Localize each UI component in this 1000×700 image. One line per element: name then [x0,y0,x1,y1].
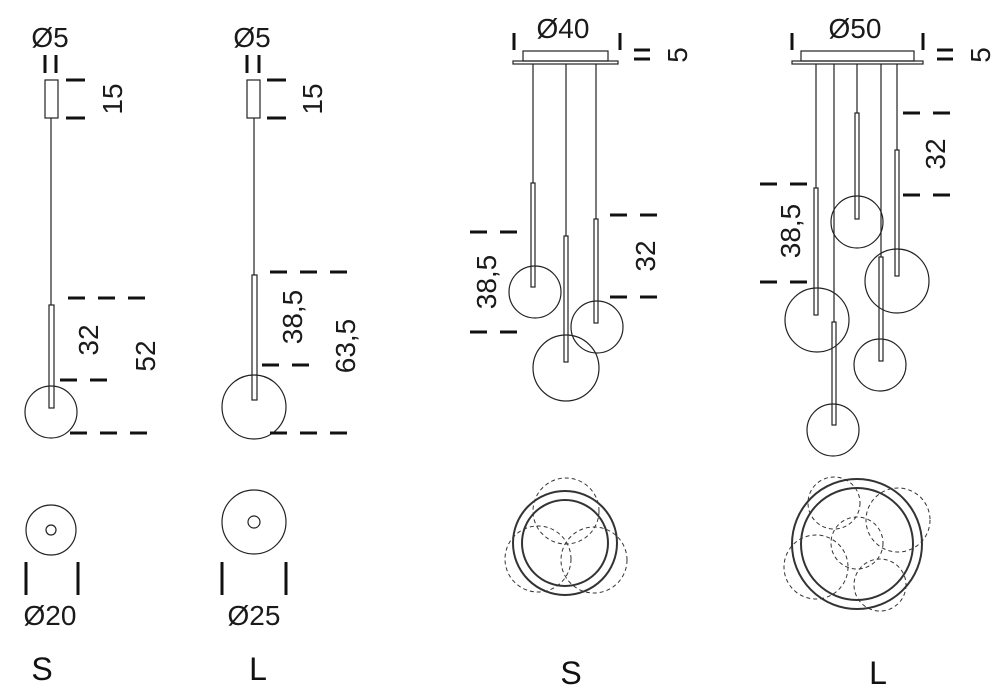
single-pendant-l: Ø5 15 38,5 63,5 Ø25 L [220,22,361,687]
canopy-diameter-label: Ø5 [31,22,68,53]
plan-view-globe [221,489,287,555]
canopy-height-label: 15 [297,83,328,114]
rod [251,274,258,401]
diameter-marks [43,55,58,73]
canopy [522,50,609,62]
cluster-pendant-l: Ø50 5 32 38,5 L [760,13,996,691]
canopy [44,79,59,119]
plan-view [504,477,628,596]
single-pendant-s: Ø5 15 32 52 Ø20 S [24,22,161,687]
globe [24,385,78,439]
rod [48,304,55,409]
rod-length-label: 32 [73,324,104,355]
canopy-height-label: 5 [662,47,693,63]
globe-diameter-label: Ø25 [228,600,281,631]
globe [784,287,850,353]
canopy-plate [512,60,619,65]
rod [563,235,569,363]
rod-length-small-label: 32 [630,240,661,271]
rod [831,321,837,426]
size-label: S [31,651,52,687]
dimension-lines [262,270,355,435]
plan-view [783,476,931,612]
dimension-lines [60,296,155,435]
canopy [246,79,261,119]
rod [894,149,900,277]
canopy-diameter-label: Ø50 [829,13,882,44]
rod-length-large-label: 38,5 [775,204,806,259]
rod-length-label: 38,5 [277,290,308,345]
plan-view-rod [45,524,57,536]
canopy-height-marks [937,48,953,61]
size-label: L [249,651,267,687]
globe-diameter-label: Ø20 [24,600,77,631]
globe [806,403,860,457]
cables [815,64,898,322]
plan-view-rod [247,515,261,529]
plan-view-globe [25,504,77,556]
canopy [800,50,915,62]
canopy-height-label: 15 [97,83,128,114]
globe [570,300,624,354]
cables [532,64,597,236]
total-length-label: 52 [130,340,161,371]
rod [530,182,536,288]
rod-length-small-label: 32 [920,138,951,169]
canopy-height-label: 5 [965,47,996,63]
canopy-height-marks [634,48,650,61]
globe [508,265,562,319]
size-label: S [560,655,581,691]
canopy-plate [791,60,924,65]
globe [830,195,884,249]
cluster-pendant-s: Ø40 5 32 38,5 S [470,13,693,691]
total-length-label: 63,5 [330,319,361,374]
diameter-marks [245,55,261,73]
canopy-height-marks [66,78,85,120]
diameter-marks [512,33,622,50]
canopy-height-marks [267,78,286,120]
canopy-diameter-label: Ø5 [233,22,270,53]
rod [854,112,860,220]
rod-length-large-label: 38,5 [471,255,502,310]
globe-diameter-marks [24,562,80,595]
rod [593,218,599,324]
globe [864,248,930,314]
globe [221,374,287,440]
size-label: L [869,655,887,691]
canopy-diameter-label: Ø40 [537,13,590,44]
globe-diameter-marks [220,562,288,595]
globe [532,334,600,402]
globe [853,338,907,392]
rod [813,187,819,316]
diameter-marks [790,33,925,50]
rod [878,256,884,362]
